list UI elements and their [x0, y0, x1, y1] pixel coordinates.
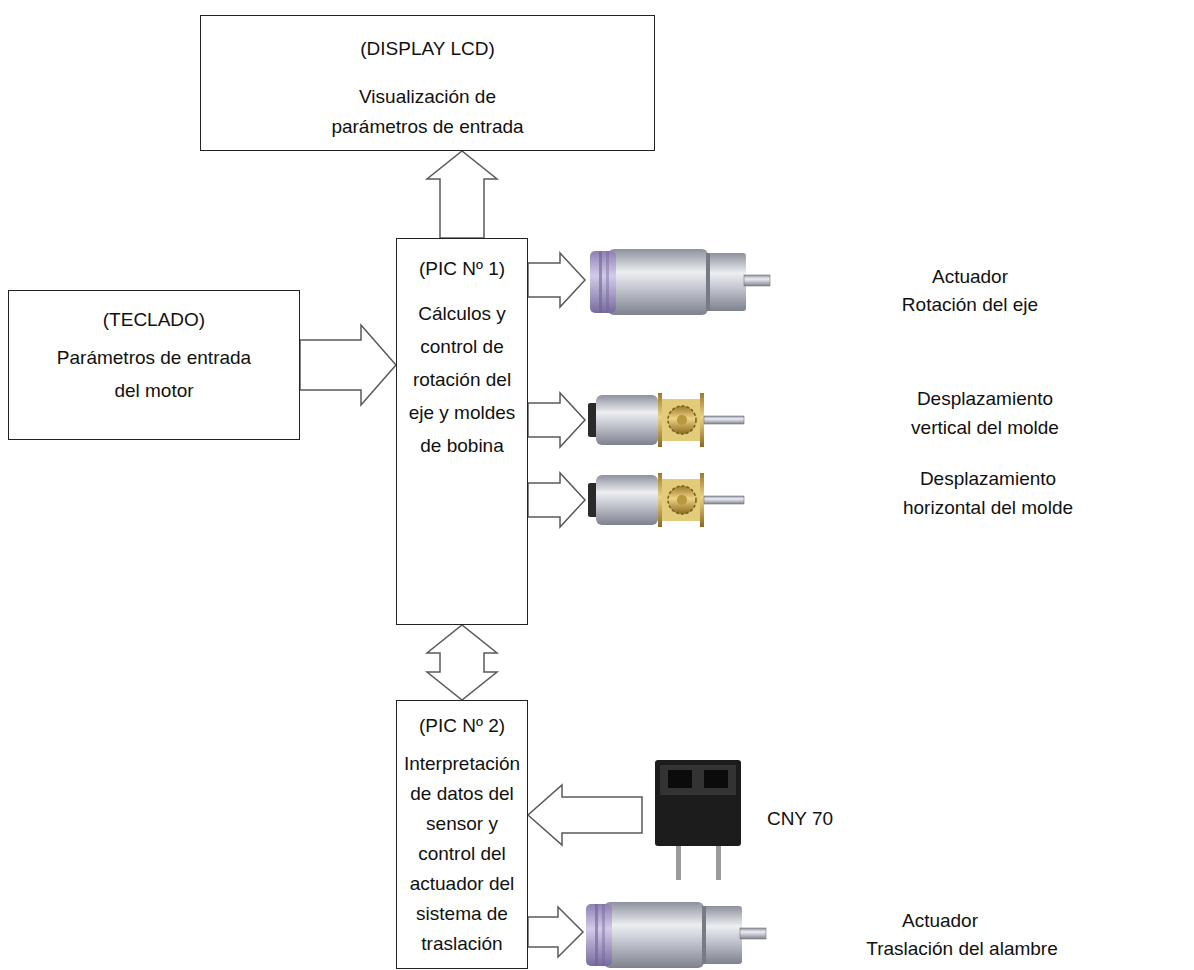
- part-label: Rotación del eje: [850, 290, 1090, 319]
- box-text: Interpretación de datos del sensor y con…: [400, 749, 524, 959]
- micro-gearmotor-picture: [588, 473, 744, 527]
- part-label: Actuador: [850, 262, 1090, 291]
- block-arrow: [528, 473, 585, 527]
- sensor-body: [655, 760, 741, 846]
- keyboard-box: (TECLADO) Parámetros de entrada del motor: [8, 290, 300, 440]
- gearmotor-picture: [590, 249, 770, 315]
- display-box: (DISPLAY LCD) Visualización de parámetros…: [200, 15, 655, 151]
- block-arrow: [528, 907, 583, 957]
- part-label: Desplazamiento horizontal del molde: [893, 464, 1083, 522]
- block-arrow: [427, 151, 497, 238]
- block-arrow: [528, 253, 585, 307]
- block-arrow: [300, 325, 396, 405]
- sensor-pin: [716, 846, 721, 880]
- sensor-window: [668, 770, 692, 788]
- part-label: Actuador: [820, 906, 1060, 935]
- box-heading: (PIC Nº 2): [400, 711, 524, 741]
- cny70-sensor-picture: [655, 760, 741, 880]
- part-label: CNY 70: [720, 804, 880, 833]
- micro-gearmotor-picture: [588, 393, 744, 447]
- sensor-pin: [676, 846, 681, 880]
- controller-box: (PIC Nº 1) Cálculos y control de rotación…: [396, 238, 528, 625]
- box-heading: (DISPLAY LCD): [204, 34, 651, 64]
- box-heading: (TECLADO): [12, 305, 296, 335]
- sensor-top: [660, 765, 736, 795]
- block-arrow: [528, 393, 585, 447]
- output-arrows: [528, 253, 642, 957]
- box-text: Visualización de parámetros de entrada: [320, 82, 535, 142]
- part-label: Desplazamiento vertical del molde: [890, 384, 1080, 442]
- block-arrow: [528, 785, 642, 845]
- sensor-window: [704, 770, 728, 788]
- box-text: Parámetros de entrada del motor: [54, 341, 254, 407]
- box-heading: (PIC Nº 1): [400, 253, 524, 285]
- controller-box: (PIC Nº 2) Interpretación de datos del se…: [396, 700, 528, 969]
- part-label: Traslación del alambre: [842, 934, 1082, 963]
- block-arrow: [427, 625, 497, 700]
- box-text: Cálculos y control de rotación del eje y…: [400, 297, 524, 462]
- gearmotor-picture: [586, 902, 766, 968]
